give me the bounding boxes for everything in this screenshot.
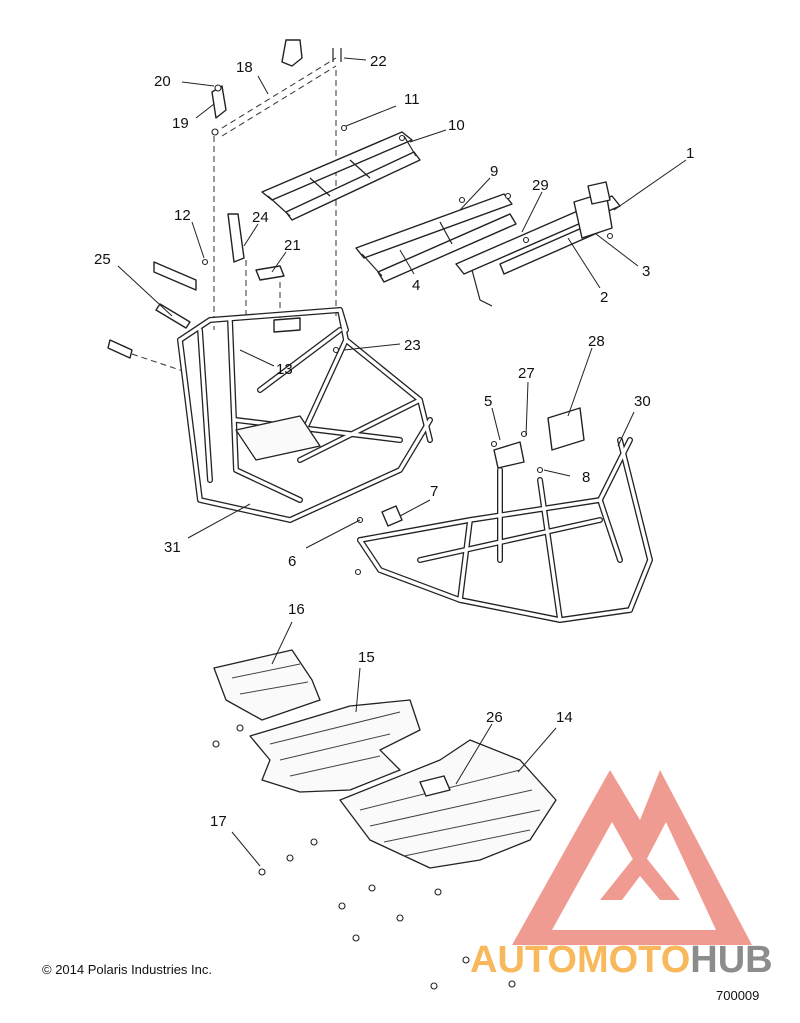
callout-24: 24 xyxy=(252,209,269,226)
callout-16: 16 xyxy=(288,601,305,618)
small-brackets xyxy=(107,213,285,373)
callout-labels: 1 2 3 4 5 6 7 8 9 10 11 12 13 14 15 16 1… xyxy=(94,53,694,830)
callout-22: 22 xyxy=(370,53,387,70)
callout-12: 12 xyxy=(174,207,191,224)
callout-26: 26 xyxy=(486,709,503,726)
fasteners-17 xyxy=(212,724,516,990)
rear-crossmember xyxy=(455,181,621,307)
diagram-code: 700009 xyxy=(716,988,760,1003)
callout-23: 23 xyxy=(404,337,421,354)
callout-31: 31 xyxy=(164,539,181,556)
seat-rail-10 xyxy=(261,124,421,221)
rear-frame xyxy=(354,407,653,623)
seat-rail-4 xyxy=(355,192,517,283)
cable-bracket-assembly xyxy=(211,39,342,330)
callout-10: 10 xyxy=(448,117,465,134)
callout-14: 14 xyxy=(556,709,573,726)
callout-15: 15 xyxy=(358,649,375,666)
copyright-notice: © 2014 Polaris Industries Inc. xyxy=(42,962,212,977)
callout-6: 6 xyxy=(288,553,296,570)
skid-plate-15 xyxy=(249,699,421,793)
callout-21: 21 xyxy=(284,237,301,254)
callout-9: 9 xyxy=(490,163,498,180)
skid-plate-16 xyxy=(213,649,321,721)
callout-11: 11 xyxy=(404,91,420,108)
callout-27: 27 xyxy=(518,365,535,382)
callout-8: 8 xyxy=(582,469,590,486)
callout-18: 18 xyxy=(236,59,253,76)
callout-1: 1 xyxy=(686,145,694,162)
callout-30: 30 xyxy=(634,393,651,410)
skid-plate-14 xyxy=(339,739,557,869)
callout-3: 3 xyxy=(642,263,650,280)
callout-17: 17 xyxy=(210,813,227,830)
leader-lines xyxy=(117,57,687,867)
callout-29: 29 xyxy=(532,177,549,194)
callout-28: 28 xyxy=(588,333,605,350)
callout-7: 7 xyxy=(430,483,438,500)
callout-5: 5 xyxy=(484,393,492,410)
front-frame xyxy=(177,307,433,527)
callout-20: 20 xyxy=(154,73,171,90)
callout-25: 25 xyxy=(94,251,111,268)
callout-19: 19 xyxy=(172,115,189,132)
callout-13: 13 xyxy=(276,361,293,378)
callout-4: 4 xyxy=(412,277,420,294)
callout-2: 2 xyxy=(600,289,608,306)
